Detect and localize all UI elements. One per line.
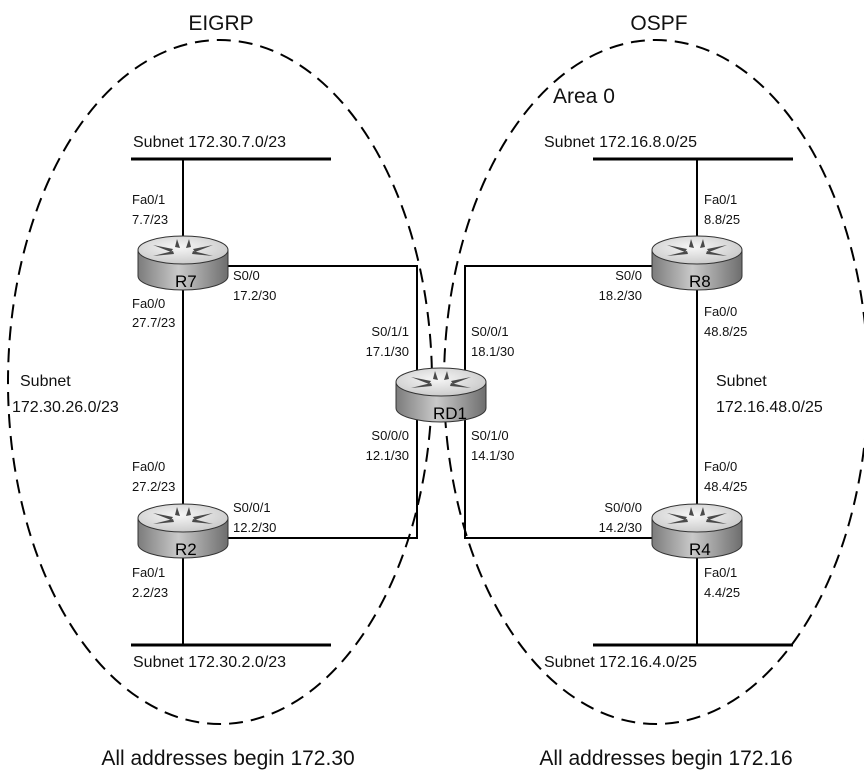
router-r4[interactable]: R4 <box>651 503 743 559</box>
r4-s000-addr: 14.2/30 <box>599 520 642 535</box>
r2-fa00-addr: 27.2/23 <box>132 479 175 494</box>
eigrp-domain-label: EIGRP <box>188 12 253 35</box>
rd1-s011-name: S0/1/1 <box>371 324 409 339</box>
r8-fa00-addr: 48.8/25 <box>704 324 747 339</box>
r8-s00-name: S0/0 <box>615 268 642 283</box>
router-r7[interactable]: R7 <box>137 235 229 291</box>
ospf-domain-label: OSPF <box>630 12 687 35</box>
subnet-r8-lan-label: Subnet 172.16.8.0/25 <box>544 134 697 151</box>
r2-fa00-name: Fa0/0 <box>132 459 165 474</box>
r2-rd1-serial-link <box>228 410 418 539</box>
rd1-s001-name: S0/0/1 <box>471 324 509 339</box>
r2-s001-addr: 12.2/30 <box>233 520 276 535</box>
rd1-r8-serial-link <box>464 265 652 372</box>
r8-fa00-name: Fa0/0 <box>704 304 737 319</box>
r2-fa01-addr: 2.2/23 <box>132 585 168 600</box>
router-r8[interactable]: R8 <box>651 235 743 291</box>
r4-s000-name: S0/0/0 <box>604 500 642 515</box>
r4-fa00-addr: 48.4/25 <box>704 479 747 494</box>
rd1-s010-addr: 14.1/30 <box>471 448 514 463</box>
r8-fa01-name: Fa0/1 <box>704 192 737 207</box>
r2-fa01-name: Fa0/1 <box>132 565 165 580</box>
router-rd1[interactable]: RD1 <box>395 367 487 423</box>
router-r8-label: R8 <box>689 272 711 291</box>
subnet-ospf-mid-line1: Subnet <box>716 373 767 390</box>
rd1-s000-addr: 12.1/30 <box>366 448 409 463</box>
r7-fa00-name: Fa0/0 <box>132 296 165 311</box>
r7-rd1-serial-link <box>228 265 418 372</box>
r4-fa01-addr: 4.4/25 <box>704 585 740 600</box>
ospf-footer-note: All addresses begin 172.16 <box>539 747 792 770</box>
subnet-r2-lan-label: Subnet 172.30.2.0/23 <box>133 654 286 671</box>
r8-s00-addr: 18.2/30 <box>599 288 642 303</box>
r8-fa01-addr: 8.8/25 <box>704 212 740 227</box>
r7-fa00-addr: 27.7/23 <box>132 315 175 330</box>
r2-s001-name: S0/0/1 <box>233 500 271 515</box>
router-r7-label: R7 <box>175 272 197 291</box>
eigrp-footer-note: All addresses begin 172.30 <box>101 747 354 770</box>
subnet-ospf-mid-line2: 172.16.48.0/25 <box>716 399 823 416</box>
ospf-area-label: Area 0 <box>553 85 615 108</box>
r7-s00-addr: 17.2/30 <box>233 288 276 303</box>
r7-fa01-name: Fa0/1 <box>132 192 165 207</box>
r7-fa01-addr: 7.7/23 <box>132 212 168 227</box>
rd1-s001-addr: 18.1/30 <box>471 344 514 359</box>
subnet-r4-lan-label: Subnet 172.16.4.0/25 <box>544 654 697 671</box>
subnet-eigrp-mid-line1: Subnet <box>20 373 71 390</box>
router-r2-label: R2 <box>175 540 197 559</box>
router-r2[interactable]: R2 <box>137 503 229 559</box>
subnet-r7-lan-label: Subnet 172.30.7.0/23 <box>133 134 286 151</box>
rd1-r4-serial-link <box>464 410 652 539</box>
rd1-s000-name: S0/0/0 <box>371 428 409 443</box>
rd1-s011-addr: 17.1/30 <box>366 344 409 359</box>
router-r4-label: R4 <box>689 540 711 559</box>
subnet-eigrp-mid-line2: 172.30.26.0/23 <box>12 399 119 416</box>
rd1-s010-name: S0/1/0 <box>471 428 509 443</box>
r4-fa00-name: Fa0/0 <box>704 459 737 474</box>
r7-s00-name: S0/0 <box>233 268 260 283</box>
r4-fa01-name: Fa0/1 <box>704 565 737 580</box>
router-rd1-label: RD1 <box>433 404 467 423</box>
